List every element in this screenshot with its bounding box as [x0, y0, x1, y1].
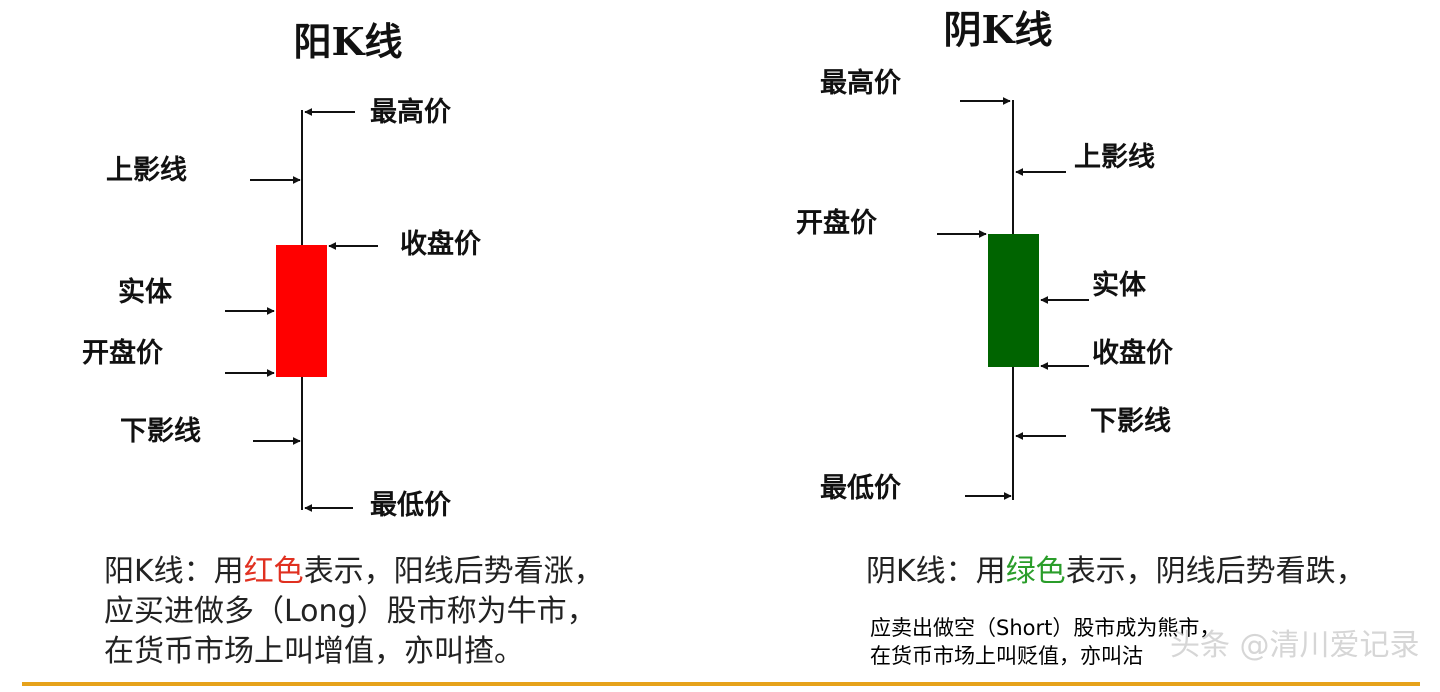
yin-caption-rest: 应卖出做空（Short）股市成为熊市， 在货币市场上叫贬值，亦叫沽 — [870, 614, 1220, 670]
yang-body-label: 实体 — [118, 276, 173, 308]
yang-candle-body — [276, 245, 327, 377]
yin-open-label: 开盘价 — [796, 207, 878, 239]
yang-low-label: 最低价 — [370, 490, 452, 521]
yin-title: 阴K线 — [943, 7, 1052, 52]
yin-candle-body — [988, 234, 1039, 367]
yang-high-label: 最高价 — [370, 96, 452, 128]
yang-open-label: 开盘价 — [82, 337, 164, 369]
yin-close-label: 收盘价 — [1092, 337, 1174, 369]
yang-caption-line1: 阳K线：用红色表示，阳线后势看涨， — [104, 552, 604, 592]
yang-caption: 阳K线：用红色表示，阳线后势看涨， 应买进做多（Long）股市称为牛市， 在货币… — [104, 552, 604, 672]
yang-lower-shadow-label: 下影线 — [120, 416, 201, 447]
yin-caption-color-word: 绿色 — [1005, 554, 1066, 589]
bottom-divider — [22, 682, 1420, 686]
yang-caption-suffix: 表示，阳线后势看涨， — [303, 554, 604, 589]
yin-upper-shadow-label: 上影线 — [1074, 142, 1155, 173]
yin-low-label: 最低价 — [820, 473, 902, 504]
yin-caption-suffix: 表示，阴线后势看跌， — [1065, 554, 1366, 589]
yin-candle-group: 阴K线 最高价 上影线 开盘价 实体 收盘价 下影线 最低价 — [796, 7, 1174, 504]
watermark-text: 头条 @清川爱记录 — [1170, 628, 1420, 663]
yang-caption-prefix: 阳K线：用 — [104, 554, 244, 589]
yang-title: 阳K线 — [293, 19, 402, 64]
yang-caption-line2: 应买进做多（Long）股市称为牛市， — [104, 594, 597, 629]
yang-caption-color-word: 红色 — [243, 554, 304, 589]
yang-upper-shadow-label: 上影线 — [106, 155, 187, 186]
yin-caption-line3: 在货币市场上叫贬值，亦叫沽 — [870, 644, 1143, 668]
yang-candle-group: 阳K线 最高价 上影线 收盘价 实体 开盘价 下影线 最低价 — [82, 19, 482, 521]
yin-caption-line1: 阴K线：用绿色表示，阴线后势看跌， — [866, 552, 1366, 592]
yin-lower-shadow-label: 下影线 — [1090, 406, 1171, 437]
yin-caption-prefix: 阴K线：用 — [866, 554, 1006, 589]
yin-body-label: 实体 — [1092, 269, 1147, 301]
yang-caption-line3: 在货币市场上叫增值，亦叫揸。 — [104, 634, 524, 669]
yin-caption-line2: 应卖出做空（Short）股市成为熊市， — [870, 616, 1221, 640]
yin-high-label: 最高价 — [820, 67, 902, 99]
yang-close-label: 收盘价 — [400, 228, 482, 260]
